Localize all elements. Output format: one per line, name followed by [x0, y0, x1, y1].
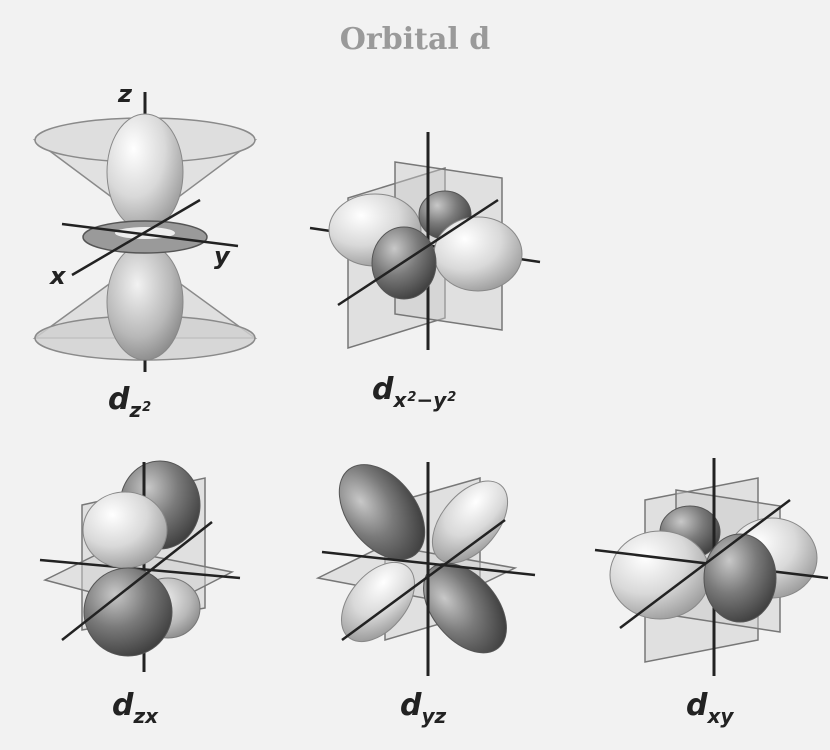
dyz-lobe-bottom-left: [340, 561, 416, 643]
orbital-dx2y2-diagram: [309, 132, 541, 350]
dxy-axis-x: [619, 499, 791, 629]
orbital-dxy-diagram: [594, 458, 829, 676]
dz2-lower-lobe: [106, 243, 184, 361]
dx2y2-axis-x: [337, 198, 499, 307]
label-dxy-base: d: [686, 688, 708, 723]
dzx-lobe-front-bottom: [83, 567, 173, 657]
page-title: Orbital d: [339, 22, 491, 57]
dx2y2-lobe-right: [433, 216, 523, 292]
label-dx2y2-sup2: 2: [447, 390, 457, 405]
orbital-dyz-diagram: [315, 462, 536, 676]
label-dz2-sub: z: [129, 398, 142, 422]
dyz-lobe-top-right: [431, 480, 509, 564]
label-dyz: dyz: [400, 688, 446, 728]
label-dzx: dzx: [112, 688, 158, 728]
dyz-lobe-top-left: [338, 464, 426, 560]
axis-label-y: y: [214, 242, 230, 270]
dxy-lobe-left: [609, 530, 711, 620]
label-dx2y2-dash: −: [416, 388, 434, 412]
dz2-axis-x: [71, 198, 201, 277]
orbital-dzx-diagram: [39, 460, 241, 672]
label-dyz-sub: yz: [421, 704, 447, 728]
label-dx2y2: dx2−y2: [372, 372, 456, 412]
orbital-dz2-diagram: [32, 92, 258, 372]
label-dx2y2-sub1: x: [393, 388, 407, 412]
axis-label-z: z: [118, 80, 132, 108]
dzx-axis-x: [39, 558, 241, 580]
label-dx2y2-sup1: 2: [407, 390, 417, 405]
label-dxy-sub: xy: [707, 704, 734, 728]
label-dx2y2-sub2: y: [433, 388, 447, 412]
dzx-axis-y: [61, 521, 213, 641]
dzx-lobe-front-top: [82, 491, 168, 569]
axis-label-x: x: [50, 262, 66, 290]
label-dzx-sub: zx: [133, 704, 159, 728]
dxy-lobe-front: [703, 533, 777, 623]
label-dz2-sup: 2: [142, 400, 152, 415]
label-dz2-base: d: [108, 382, 130, 417]
dz2-upper-lobe: [106, 113, 184, 231]
label-dzx-base: d: [112, 688, 134, 723]
label-dz2: dz2: [108, 382, 151, 422]
label-dxy: dxy: [686, 688, 733, 728]
dz2-axis-y: [61, 222, 239, 248]
dyz-axis-y: [321, 550, 536, 577]
dyz-lobe-bottom-right: [423, 562, 507, 654]
dyz-axis-x: [341, 518, 506, 642]
label-dx2y2-base: d: [372, 372, 394, 407]
label-dyz-base: d: [400, 688, 422, 723]
